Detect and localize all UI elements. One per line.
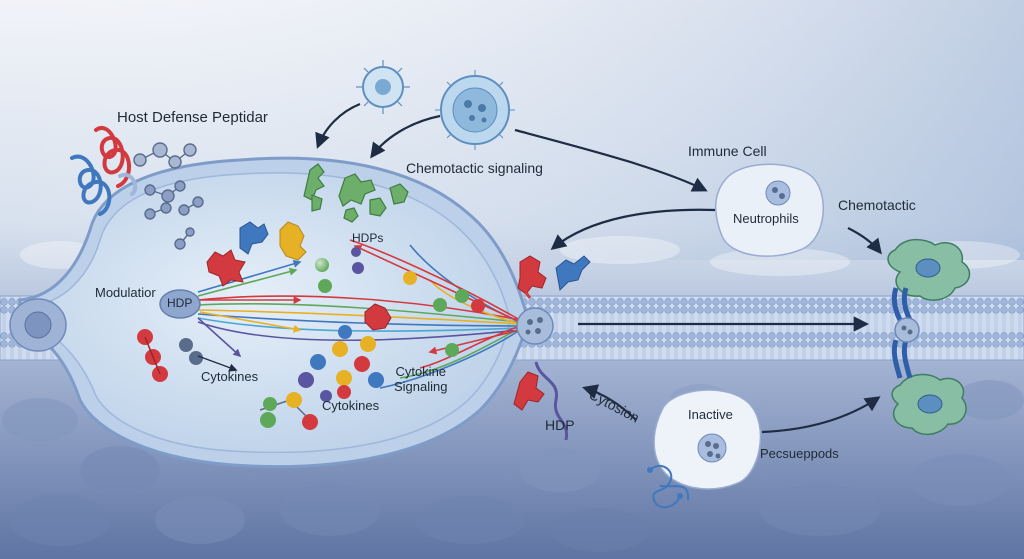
membrane-cell: [516, 307, 554, 345]
pseudopods-label: Pecsueppods: [760, 446, 839, 461]
tissue-background: [2, 380, 1024, 552]
hdp-core-label: HDP: [167, 296, 193, 310]
cytokine-signaling-label: Cytokine Signaling: [394, 364, 448, 395]
peptide-cluster-top: [133, 142, 204, 250]
neutrophil-icon: [714, 163, 825, 257]
title-label: Host Defense Peptidar: [117, 109, 268, 126]
inactive-cell: [653, 389, 762, 490]
macrophage-icon: [887, 238, 971, 436]
bacterium-icon: [356, 60, 410, 114]
immune-cell-label: Immune Cell: [688, 143, 767, 159]
peptide-tangle: [647, 464, 690, 509]
signaling-molecules: [137, 221, 485, 430]
hdp-bottom-label: HDP: [545, 417, 575, 433]
receptors: [513, 255, 591, 441]
cytokine-signaling-line1: Cytokine: [395, 364, 447, 379]
helix-peptide-icon: [70, 126, 138, 216]
chemotactic-signaling-label: Chemotactic signaling: [406, 160, 543, 176]
hdp-core: [159, 289, 201, 319]
chemotactic-label: Chemotactic: [838, 197, 916, 213]
cytokines-left-label: Cytokines: [201, 369, 259, 384]
neutrophils-label: Neutrophils: [733, 211, 799, 226]
immune-cell-icon: [435, 70, 515, 150]
cytokines-center-label: Cytokines: [322, 398, 380, 413]
modulation-label: Modulatior: [95, 285, 156, 300]
cytokine-signaling-line2: Signaling: [394, 378, 448, 394]
vesicle: [9, 298, 67, 352]
inactive-label: Inactive: [688, 407, 733, 422]
pathway-arrows: [315, 102, 882, 434]
hdps-label: HDPs: [352, 231, 384, 245]
chemotactic-molecules: [303, 163, 409, 223]
